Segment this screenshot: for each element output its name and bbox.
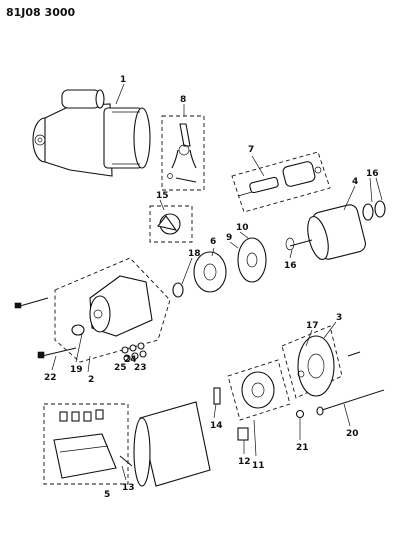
callout-23: 23 [134,363,147,373]
field-frame [133,401,211,487]
callout-25: 25 [114,363,127,373]
callout-22: 22 [44,373,57,383]
callout-17: 17 [306,321,319,331]
diagram-code: 81J08 3000 [6,6,75,19]
callout-9: 9 [226,233,232,243]
callout-10: 10 [236,223,249,233]
starter-assembly [32,89,151,177]
callout-8: 8 [180,95,186,105]
callout-1: 1 [120,75,126,85]
callout-13: 13 [122,483,135,493]
callout-15: 15 [156,191,169,201]
field-coil-group [43,403,133,485]
callout-20: 20 [346,429,359,439]
callout-14: 14 [210,421,223,431]
callout-4: 4 [352,177,358,187]
callout-6: 6 [210,237,216,247]
fasteners [14,297,147,362]
callout-16b: 16 [284,261,297,271]
drive-assembly [172,237,267,298]
callout-21: 21 [296,443,309,453]
callout-3: 3 [336,313,342,323]
callout-16a: 16 [366,169,379,179]
callout-18: 18 [188,249,201,259]
callout-19: 19 [70,365,83,375]
callout-labels: 1 2 3 4 5 6 7 8 9 10 11 12 13 14 15 16 1… [44,75,379,500]
callout-5: 5 [104,490,110,500]
through-bolt [295,389,385,419]
armature [285,200,386,261]
callout-11: 11 [252,461,265,471]
drive-housing-group [54,257,171,363]
shift-fork-plate [149,205,193,243]
brush-holder [213,359,291,441]
callout-24: 24 [124,355,137,365]
callout-7: 7 [248,145,254,155]
lever-kit [161,115,205,191]
leader-lines [51,83,383,481]
end-frame [281,325,361,399]
solenoid-group [231,151,331,213]
callout-12: 12 [238,457,251,467]
callout-2: 2 [88,375,94,385]
